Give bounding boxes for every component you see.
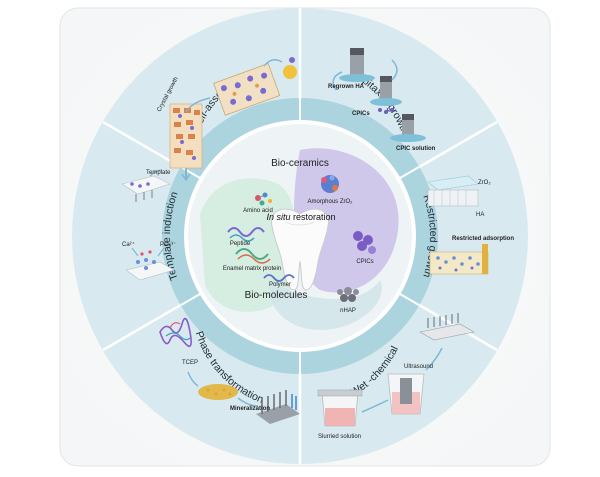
- zro2-ha-block: [427, 175, 479, 207]
- cpics-rod: [370, 76, 402, 114]
- self-assembly-illustration: [169, 57, 297, 182]
- polymer-label: Polymer: [269, 282, 291, 288]
- phase-transformation-illustration: [159, 317, 300, 424]
- peptide-label: Peptide: [230, 241, 251, 247]
- cpics-rod-label: CPICs: [352, 111, 370, 117]
- amino-acid-label: Amino acid: [243, 208, 273, 214]
- template-label: Template: [146, 170, 171, 176]
- mineralization-label: Mineralization: [230, 406, 270, 412]
- cpic-solution-label: CPIC solution: [396, 146, 436, 152]
- cpic-solution-rod: [390, 114, 426, 142]
- restricted-growth-illustration: [427, 175, 489, 275]
- template-induction-illustration: [121, 169, 175, 281]
- amorphous-zro2-icon: [321, 175, 339, 193]
- beaker-left: [317, 389, 363, 427]
- amino-acid-icon: [255, 192, 272, 206]
- nhap-icon: [337, 287, 359, 302]
- tooth-icon: [270, 208, 330, 291]
- mineral-layer: [198, 384, 238, 400]
- regrown-ha-rod: [339, 48, 375, 82]
- ion-assembly: [125, 247, 175, 281]
- peptide-icon: [227, 227, 265, 242]
- polymer-icon: [263, 274, 295, 282]
- slurried-solution-label: Slurried solution: [318, 434, 361, 440]
- nhap-label: nHAP: [340, 308, 356, 314]
- ha-label: HA: [476, 212, 484, 218]
- bio-ceramics-blob: [294, 148, 399, 293]
- ultrasound-device: [419, 313, 475, 341]
- ultrasound-label: Ultrasound: [404, 364, 433, 370]
- ca-ion-label: Ca²⁺: [122, 241, 135, 248]
- amorphous-zro2-label: Amorphous ZrO₂: [307, 199, 353, 205]
- mineralized-crystals: [256, 390, 300, 424]
- bio-molecules-blob: [200, 178, 297, 312]
- zro2-label: ZrO₂: [478, 180, 491, 186]
- po4-ion-label: PO₄³⁻: [160, 242, 176, 248]
- bio-ceramics-label: Bio-ceramics: [271, 158, 329, 169]
- cpics-icon: [353, 231, 376, 254]
- tcep-protein: [159, 317, 192, 348]
- regrown-ha-label: Regrown HA: [328, 84, 365, 90]
- lower-blob: [269, 280, 382, 330]
- enamel-matrix-protein-label: Enamel matrix protein: [223, 266, 281, 272]
- restricted-adsorption-block: [429, 244, 489, 275]
- wet-chemical-illustration: [317, 313, 475, 427]
- template-surface: [121, 175, 171, 202]
- restricted-adsorption-label: Restricted adsorption: [452, 236, 514, 242]
- bio-molecules-label: Bio-molecules: [245, 290, 308, 301]
- cpics-label: CPICs: [356, 259, 373, 265]
- label-ring-dividers: [180, 98, 420, 374]
- enamel-matrix-protein-icon: [235, 248, 271, 264]
- tcep-label: TCEP: [182, 360, 198, 366]
- in-situ-restoration-title: In situ restoration: [266, 212, 335, 222]
- epitaxial-growth-illustration: [332, 48, 426, 142]
- beaker-right: [387, 373, 425, 415]
